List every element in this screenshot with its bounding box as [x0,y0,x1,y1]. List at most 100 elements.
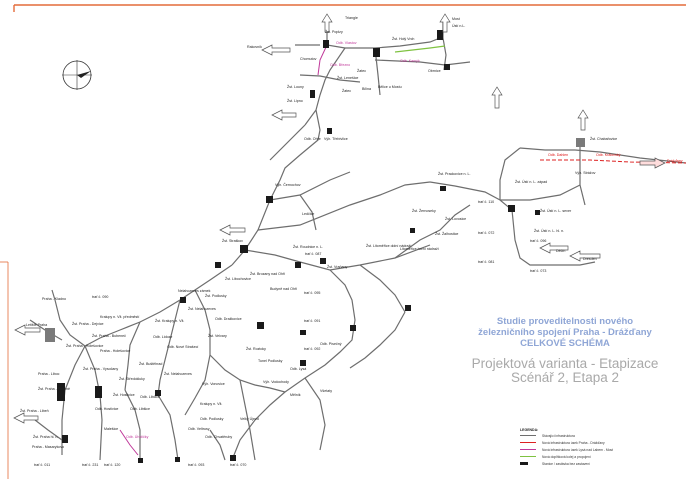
label-usti-sever: Žst. Ústí n. L. sever [540,208,572,213]
label-ledcice: Ledčice [302,212,314,216]
label-litomerice2: Litoměřice horní nádraží [400,247,439,251]
label-velvary: Žst. Velvary [208,333,227,338]
title-line-1: Studie proveditelnosti nového [496,316,634,327]
label-kralupy-predmesti: Kralupy n. Vlt. předměstí [100,315,139,319]
label-obrnice: Obrnice [428,69,441,73]
legend-row: Nová infrastruktura úsek Lysá nad Labem … [520,446,670,453]
label-odb-dahlen: Odb. Dahlen [548,153,568,157]
label-trebivlice: Výh. Třebívlice [324,137,348,141]
label-chabarovice: Žst. Chabařovice [590,136,617,141]
label-odb-vlastov: Odb. Vlastov [336,41,357,45]
label-odb-uholicky: Odb. Úholičky [126,434,149,439]
legend-swatch [520,456,536,457]
label-odb-podlusky: Odb. Podlusky [200,417,224,421]
legend-text: Nová doplňková kolej a propojení [542,454,591,459]
label-trat-011: trať č. 011 [34,463,50,467]
label-kralupy2: Kralupy n. Vlt. [200,402,222,406]
label-nelahozeves2: Žst. Nelahozeves [164,371,192,376]
track-network [29,18,686,461]
label-vonovice: Výh. Vonovice [202,382,225,386]
legend-swatch [520,442,536,443]
legend-text: Stanice / zastávka bez zastavení [542,461,591,466]
label-budyne: Budyně nad Ohří [270,287,297,291]
label-trat-096: trať č. 096 [530,239,546,243]
label-masarykovo: Praha - Masarykovo [32,445,64,449]
label-nelahozeves-zamek: Nelahozeves zámek [178,289,211,293]
label-louny: Žst. Louny [287,84,304,89]
label-trat-231: trať č. 231 [82,463,98,467]
legend-row: Stávající infrastruktura [520,432,670,439]
label-bustehrad: Žst. Buštěhrad [139,361,162,366]
label-odb-hostivice: Odb. Hostivice [95,407,118,411]
label-odb-libsice: Odb. Libšice [130,407,150,411]
label-odb-libcice: Odb. Libčice [140,395,160,399]
label-lipno: Žst. Lipno [287,98,303,103]
legend-row: Nová doplňková kolej a propojení [520,453,670,460]
label-usti-hl: Žst. Ústí n. L. hl. n. [534,228,564,233]
label-odb-nove-straseci: Odb. Nové Strašecí [167,345,198,349]
legend-row: Nová infrastruktura úsek Praha - Drážďan… [520,439,670,446]
label-litomerice: Žst. Litoměřice dolní nádraží [366,243,411,248]
label-odb-veltrusy: Odb. Veltrusy [188,427,210,431]
label-nelahozeves: Žst. Nelahozeves [188,306,216,311]
label-trat-093: trať č. 093 [188,463,204,467]
title-line-3: CELKOVÉ SCHÉMA [520,338,610,349]
label-praha-ruzyne: Žst. Praha - Ruzyně [38,386,70,391]
label-letiste: Letiště Praha [26,323,47,327]
label-decin: Děčín [556,249,565,253]
stations [45,30,585,463]
label-belice: Bělice u Mostu [378,85,402,89]
legend: LEGENDA: Stávající infrastruktura Nová i… [520,428,670,478]
label-holesovice: Žst. Praha - Holešovice [66,343,103,348]
label-malesice: Malešice [104,427,118,431]
compass-icon [62,60,92,90]
label-holesovice2: Praha - Holešovice [100,349,130,353]
label-bilina: Bílina [362,87,371,91]
label-roztoky: Žst. Roztoky [246,346,266,351]
label-trat-090: trať č. 090 [92,295,108,299]
label-odb-chvateruby: Odb. Chvatěruby [205,435,232,439]
label-stredokluky: Žst. Středokluky [119,376,145,381]
label-zalhostice: Žst. Žalhostice [435,231,458,236]
label-roudnice: Žst. Roudnice n. L. [293,244,323,249]
title-line-4: Projektová varianta - Etapizace [471,356,659,371]
title-line-5: Scénář 2, Etapa 2 [510,370,620,385]
new-lines [119,44,686,456]
legend-text: Stávající infrastruktura [542,433,575,438]
label-praha-liben: Žst. Praha - Libeň [20,408,49,413]
label-dejvice: Žst. Praha - Dejvice [72,321,104,326]
drawing-frame [0,4,686,479]
label-odb-pisecny: Odb. Písečný [320,342,342,346]
legend-row: Stanice / zastávka bez zastavení [520,460,670,467]
label-podlusky: Žst. Podlusky [205,293,227,298]
label-strazov: Výh. Strážov [575,171,596,175]
label-vranany: Žst. Vraňany [327,264,347,269]
label-brozany: Žst. Brozany nad Ohří [250,271,285,276]
title-line-2: železničního spojení Praha - Drážďany [478,327,652,338]
label-melnik: Mělník [290,393,301,397]
label-rakovnik: Rakovník [247,45,262,49]
label-vysocany: Žst. Praha - Vysočany [83,366,118,371]
label-zernoseky: Žst. Žernoseky [412,208,436,213]
label-vsetaty: Všetaty [320,389,332,393]
label-velky-ujezd: Velký Újezd [240,416,259,421]
label-straskov: Žst. Straškov [222,238,243,243]
label-triangl: Triangle [345,16,358,20]
label-praha-liboc: Praha - Liboc [38,372,60,376]
label-dresden: Dresden [583,257,597,261]
label-odb-kamyk: Odb. Kamýk [400,59,420,63]
label-libochovice: Žst. Libochovice [225,276,251,281]
label-trat-110: trať č. 110 [478,200,494,204]
label-poplzy: Žst. Poplzy [325,29,343,34]
label-trat-070: trať č. 070 [230,463,246,467]
label-odb-lidoze: Odb. Lidoze [153,335,172,339]
label-hostivice: Žst. Hostivice [113,392,135,397]
label-zatec2: Žatec [357,68,366,73]
label-trat-073: trať č. 073 [530,269,546,273]
label-odb-kralovsky: Odb. Královský [596,153,621,157]
legend-text: Nová infrastruktura úsek Lysá nad Labem … [542,447,613,452]
label-odb-ohre: Odb. Ohře [304,137,321,141]
legend-swatch [520,462,528,465]
label-chomutov: Chomutov [300,57,317,61]
